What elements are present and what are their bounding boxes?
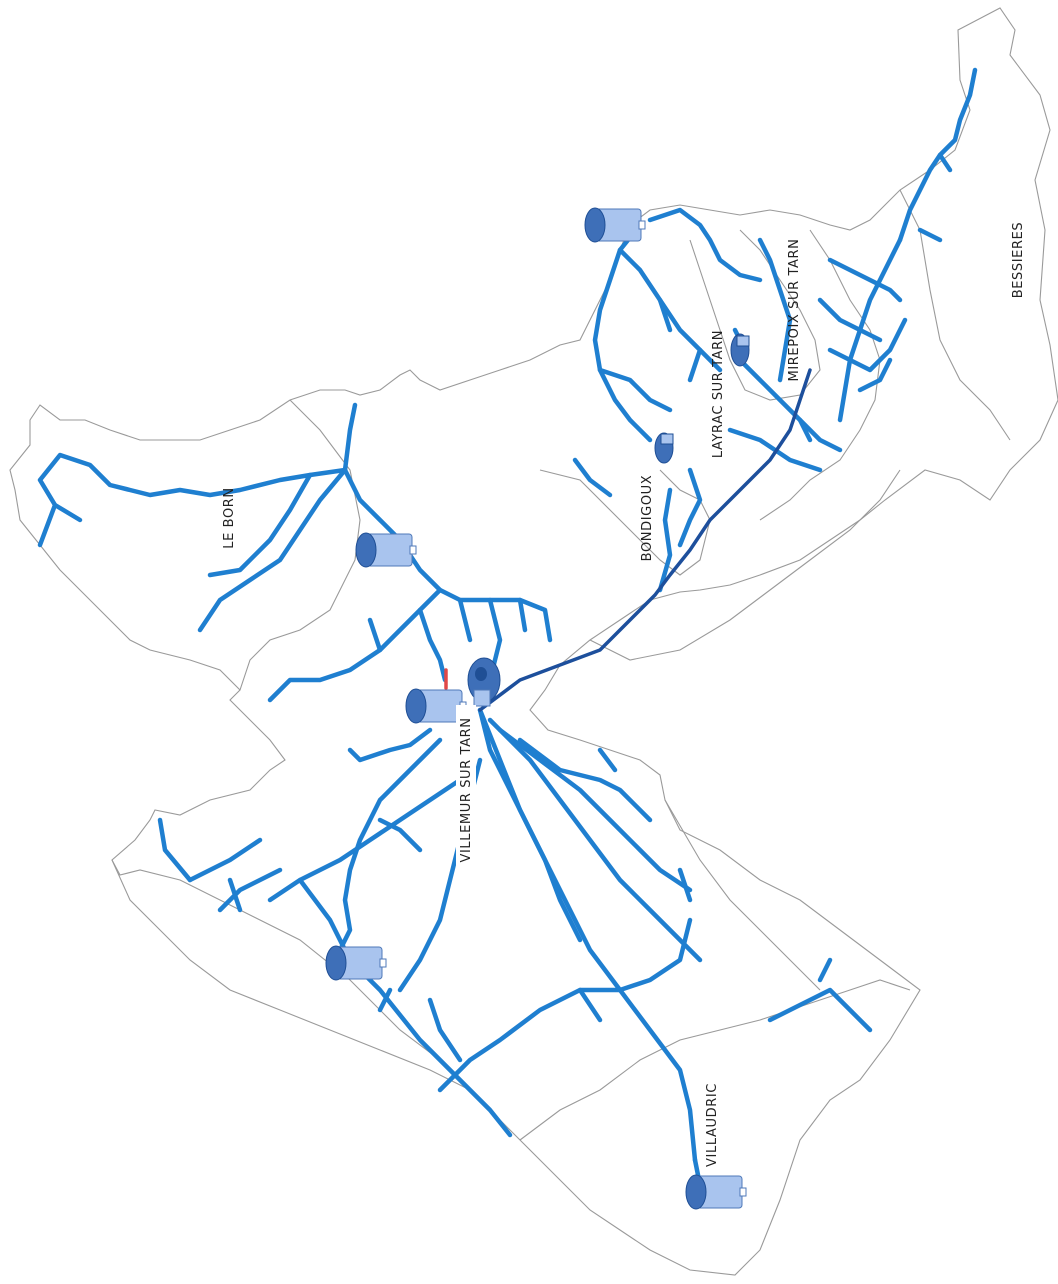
pipe-segment xyxy=(767,987,873,1033)
label-background xyxy=(456,705,476,875)
pipe-segment xyxy=(857,357,893,393)
pipe-segment xyxy=(597,367,673,413)
pipe-segment xyxy=(572,457,613,498)
pipe-segment xyxy=(342,467,403,543)
pipe-segment xyxy=(937,152,953,173)
pipe-segment xyxy=(897,67,978,243)
pipe-segment xyxy=(367,617,383,653)
pipe-segment xyxy=(187,837,263,883)
boundary-villemur-west xyxy=(111,859,471,1091)
pipe-segment xyxy=(377,817,423,853)
pipe-segment xyxy=(657,297,673,333)
commune-label-layrac: LAYRAC SUR TARN xyxy=(711,330,726,458)
pipe-segment xyxy=(592,222,653,443)
pipe-segment xyxy=(207,472,313,578)
pipe-segment xyxy=(437,917,693,1093)
water-towers xyxy=(325,207,747,1210)
pipe-segment xyxy=(577,987,603,1023)
pipe-segment xyxy=(477,707,698,1163)
commune-label-bessieres: BESSIERES xyxy=(1011,222,1026,299)
boundary-bessieres xyxy=(899,189,1011,441)
pipe-segment xyxy=(487,717,703,963)
pipe-segment xyxy=(267,587,443,703)
pipe-segment xyxy=(917,227,943,243)
pumping-station-icon xyxy=(654,432,674,464)
commune-label-bondigoux: BONDIGOUX xyxy=(640,475,655,562)
pumping-station-icon xyxy=(730,333,750,367)
pipe-segment xyxy=(342,402,358,473)
pipe-segment xyxy=(397,537,553,643)
boundary-outer xyxy=(9,7,1058,1276)
pipe-segment xyxy=(597,747,618,773)
water-tower-icon xyxy=(355,532,417,568)
pipe-segment xyxy=(347,727,433,763)
commune-label-villemur: VILLEMUR SUR TARN xyxy=(459,717,474,862)
pipe-segment xyxy=(677,467,703,548)
pipe-segment xyxy=(817,297,883,343)
commune-label-villaudric: VILLAUDRIC xyxy=(705,1083,720,1167)
boundary-mirepoix xyxy=(759,229,881,521)
pipe-segment xyxy=(337,737,443,953)
water-tower-icon xyxy=(584,207,646,243)
pipe-segment xyxy=(517,737,653,823)
water-tower-icon xyxy=(325,945,387,981)
pipe-segment xyxy=(837,237,903,423)
pipe-segment xyxy=(227,877,243,913)
commune-labels: LE BORN VILLEMUR SUR TARN BONDIGOUX LAYR… xyxy=(222,222,1026,1167)
pipe-segment xyxy=(37,452,348,548)
distribution-network xyxy=(37,67,978,1188)
pipe-segment xyxy=(827,317,908,373)
pipe-segment xyxy=(677,867,693,903)
pipe-segment xyxy=(617,247,723,373)
pipe-segment xyxy=(657,487,673,593)
pipe-segment xyxy=(517,597,528,633)
commune-label-le-born: LE BORN xyxy=(222,487,237,548)
pipe-segment xyxy=(647,207,763,283)
treatment-plants xyxy=(467,333,750,707)
pipe-segment xyxy=(737,357,843,453)
pipe-segment xyxy=(457,597,473,643)
pipe-segment xyxy=(417,607,448,683)
pipe-segment xyxy=(477,707,583,943)
commune-boundaries xyxy=(9,7,1058,1276)
pipe-segment xyxy=(377,987,393,1013)
boundary-layrac xyxy=(689,229,821,401)
boundary-bondigoux xyxy=(539,469,711,576)
boundary-river-south xyxy=(589,469,901,661)
water-tower-icon xyxy=(405,688,467,724)
treatment-plant-icon xyxy=(467,657,501,707)
pipe-segment xyxy=(267,777,463,903)
pipe-segment xyxy=(197,467,348,633)
boundary-villaudric xyxy=(519,979,911,1141)
pipe-segment xyxy=(817,957,833,983)
pipe-segment xyxy=(217,867,283,913)
pipe-segment xyxy=(427,997,463,1063)
pipe-segment xyxy=(827,257,903,303)
trunk-main xyxy=(478,368,812,712)
water-tower-icon xyxy=(685,1174,747,1210)
pipe-segment xyxy=(797,417,813,443)
pipe-segment xyxy=(497,727,693,893)
boundary-le-born xyxy=(239,399,361,691)
commune-label-mirepoix: MIREPOIX SUR TARN xyxy=(787,239,802,382)
pipe-segment xyxy=(157,817,193,883)
pipe-segment xyxy=(52,502,83,523)
pipe-segment xyxy=(757,237,793,383)
pipe-segment xyxy=(687,347,703,383)
pipe-segment xyxy=(297,877,513,1138)
boundary-villemur-east xyxy=(664,799,821,991)
